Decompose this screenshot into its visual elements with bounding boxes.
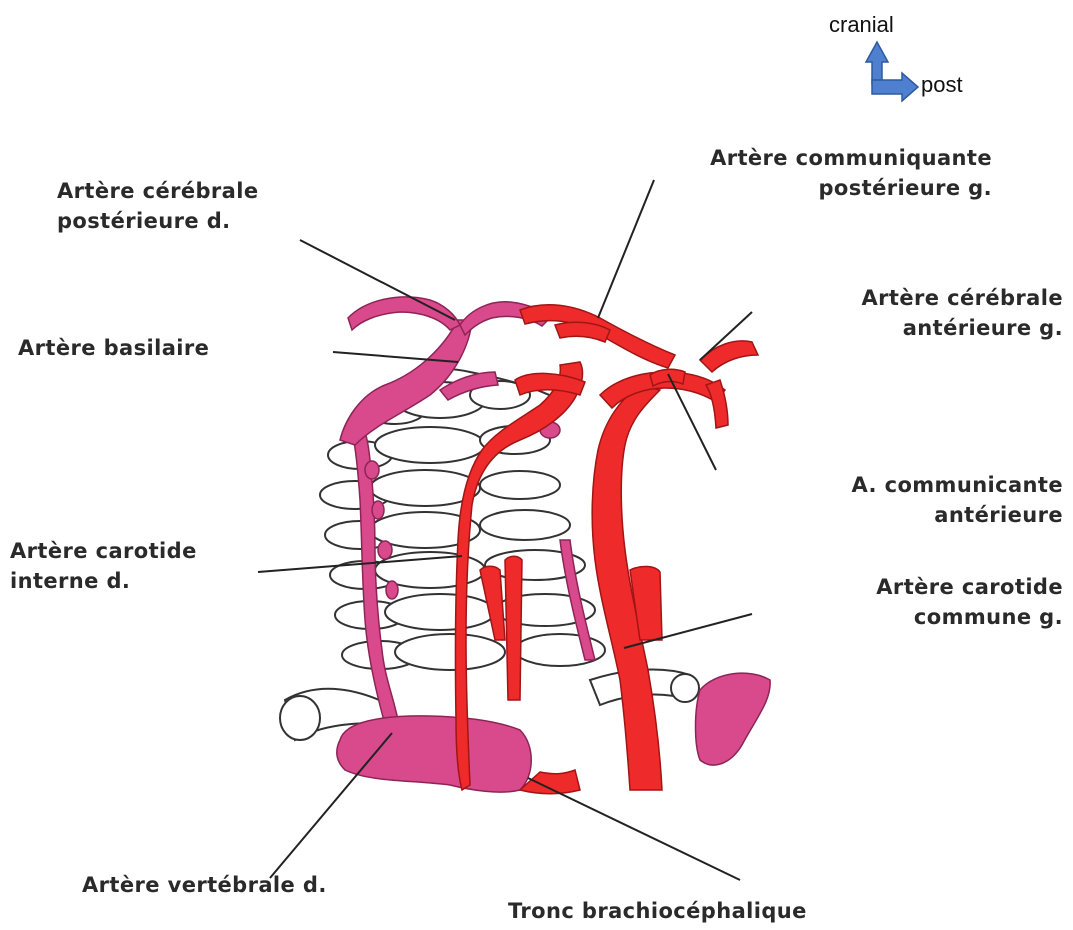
label-internal-carotid-right: Artère carotide interne d. — [10, 536, 197, 596]
label-basilar: Artère basilaire — [18, 333, 209, 363]
leader-brachiocephalic — [528, 778, 740, 880]
label-anterior-communicating: A. communicante antérieure — [700, 470, 1063, 530]
label-posterior-cerebral-right: Artère cérébrale postérieure d. — [57, 176, 259, 236]
label-vertebral-right: Artère vertébrale d. — [82, 870, 327, 900]
brachiocephalic-trunk — [337, 716, 532, 792]
leader-vertebral — [270, 733, 392, 878]
label-common-carotid-left: Artère carotide commune g. — [737, 572, 1063, 632]
cranial-arrow-icon — [866, 42, 888, 84]
cranial-label: cranial — [829, 12, 894, 38]
left-subclavian-artery — [696, 673, 771, 765]
left-anterior-cerebral-artery — [700, 341, 758, 372]
posterior-label: post — [921, 72, 963, 98]
label-posterior-communicating-left: Artère communiquante postérieure g. — [627, 143, 992, 203]
orientation-arrows — [866, 42, 918, 101]
label-anterior-cerebral-left: Artère cérébrale antérieure g. — [727, 283, 1063, 343]
label-brachiocephalic-trunk: Tronc brachiocéphalique — [508, 896, 807, 926]
